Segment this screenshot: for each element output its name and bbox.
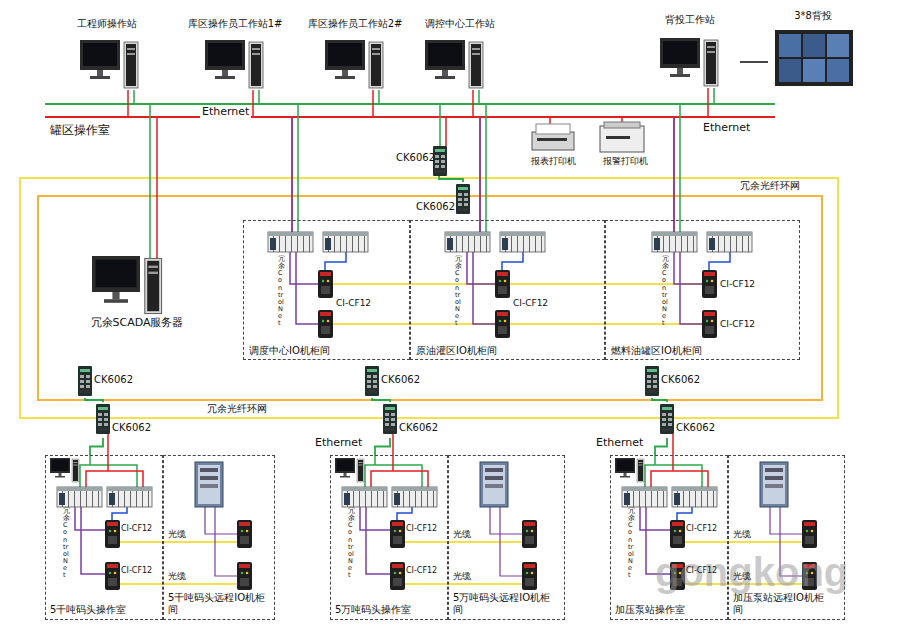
controlnet-label: 冗余ControlNet: [662, 256, 669, 327]
node-label: CK6062: [112, 422, 151, 434]
node-label: 调控中心工作站: [425, 18, 495, 30]
operator-workstation: 库区操作员工作站2#: [300, 16, 410, 94]
network-link: [652, 398, 667, 402]
node-label: 调度中心IO机柜间: [249, 345, 330, 357]
switch: CK6062: [363, 364, 429, 398]
switch: CK6062: [395, 146, 450, 176]
controlnet-label: 冗余ControlNet: [628, 508, 635, 579]
network-link: [439, 176, 463, 182]
io-cabinet-room: 调度中心IO机柜间: [243, 220, 410, 360]
switch: CK6062: [414, 182, 474, 216]
controlnet-label: 冗余ControlNet: [455, 256, 462, 327]
fiber-label: 光缆: [733, 571, 751, 582]
video-wall: 3*8背投: [768, 8, 858, 92]
fiber-label: 光缆: [733, 529, 751, 540]
switch: CK6062: [658, 402, 726, 438]
device-label: CI-CF12: [720, 319, 755, 330]
operator-room: 5万吨码头操作室: [330, 455, 448, 620]
node-label: 冗余SCADA服务器: [91, 316, 184, 329]
node-label: 5千吨码头操作室: [50, 604, 126, 616]
fiber-label: 光缆: [453, 571, 471, 582]
network-link: [655, 438, 667, 455]
node-label: 背投工作站: [665, 14, 715, 26]
device-label: CI-CF12: [720, 279, 755, 290]
video-workstation: 背投工作站: [640, 12, 740, 94]
node-label: CK6062: [94, 374, 133, 386]
switch: CK6062: [643, 364, 709, 398]
device-label: CI-CF12: [121, 524, 152, 534]
engineer-workstation: 工程师操作站: [60, 16, 155, 94]
device-label: CI-CF12: [686, 524, 717, 534]
node-label: CK6062: [661, 374, 700, 386]
node-label: 库区操作员工作站1#: [188, 18, 283, 30]
device-label: CI-CF12: [406, 566, 437, 576]
device-label: CI-CF12: [513, 298, 548, 309]
network-link: [375, 438, 390, 455]
node-label: 燃料油罐区IO机柜间: [611, 345, 702, 357]
node-label: CK6062: [416, 201, 455, 213]
network-link: [740, 61, 768, 63]
fiber-label: 光缆: [453, 529, 471, 540]
alarm-printer: 报警打印机: [594, 118, 656, 172]
device-label: CI-CF12: [121, 566, 152, 576]
bus-label: Ethernet: [703, 121, 750, 134]
room-label: 罐区操作室: [50, 123, 110, 137]
ring-label: 冗余光纤环网: [205, 403, 269, 415]
bus-label: Ethernet: [200, 105, 251, 118]
io-cabinet-room: 原油灌区IO机柜间: [410, 220, 605, 360]
scada-server: 冗余SCADA服务器: [85, 252, 190, 334]
bus-label: Ethernet: [596, 436, 643, 449]
switch: CK6062: [94, 402, 162, 438]
controlnet-label: 冗余ControlNet: [348, 508, 355, 579]
operator-room: 加压泵站操作室: [610, 455, 728, 620]
node-label: 工程师操作站: [77, 18, 137, 30]
io-cabinet-room: 燃料油罐区IO机柜间: [605, 220, 800, 360]
node-label: CK6062: [381, 374, 420, 386]
operator-workstation: 库区操作员工作站1#: [180, 16, 290, 94]
node-label: CK6062: [676, 422, 715, 434]
network-link: [90, 438, 103, 455]
node-label: 原油灌区IO机柜间: [416, 345, 497, 357]
node-label: CK6062: [396, 152, 435, 164]
device-label: CI-CF12: [336, 298, 371, 309]
watermark: gongkong: [655, 548, 848, 596]
node-label: 5万吨码头操作室: [335, 604, 411, 616]
node-label: 加压泵站操作室: [615, 604, 685, 616]
switch: CK6062: [381, 402, 449, 438]
network-link: [372, 398, 390, 402]
fiber-label: 光缆: [168, 571, 186, 582]
report-printer: 报表打印机: [520, 120, 586, 172]
switch: CK6062: [76, 364, 142, 398]
fiber-label: 光缆: [168, 529, 186, 540]
ring-label: 冗余光纤环网: [738, 180, 802, 192]
node-label: 5千吨码头远程IO机柜间: [168, 592, 268, 616]
control-workstation: 调控中心工作站: [410, 16, 510, 94]
bus-label: Ethernet: [315, 436, 362, 449]
device-label: CI-CF12: [406, 524, 437, 534]
node-label: 3*8背投: [794, 10, 832, 22]
network-link: [85, 398, 103, 402]
node-label: CK6062: [399, 422, 438, 434]
node-label: 库区操作员工作站2#: [308, 18, 403, 30]
node-label: 加压泵站远程IO机柜间: [733, 592, 833, 616]
node-label: 5万吨码头远程IO机柜间: [453, 592, 553, 616]
controlnet-label: 冗余ControlNet: [63, 508, 70, 579]
operator-room: 5千吨码头操作室: [45, 455, 163, 620]
controlnet-label: 冗余ControlNet: [278, 256, 285, 327]
node-label: 报表打印机: [531, 156, 576, 167]
node-label: 报警打印机: [603, 156, 648, 167]
device-label: CI-CF12: [686, 566, 717, 576]
